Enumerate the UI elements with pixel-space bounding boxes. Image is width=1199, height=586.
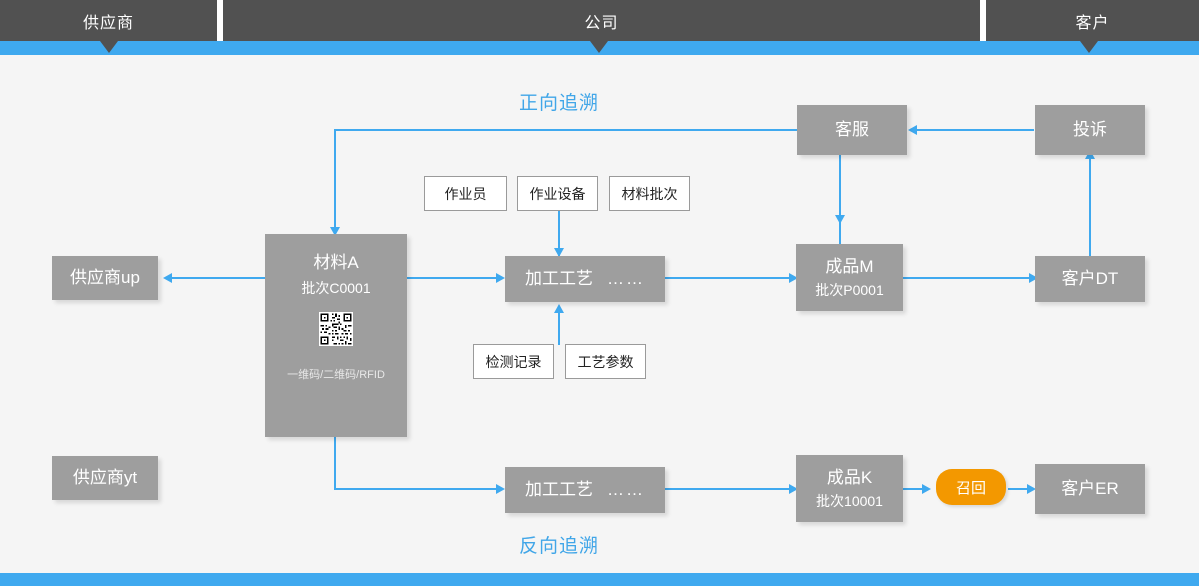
arrow-left-supplier-up-icon	[163, 273, 172, 283]
node-process-bottom[interactable]: 加工工艺 ……	[505, 467, 665, 513]
node-title: 成品K	[826, 467, 873, 487]
arrow-down-process-icon	[554, 248, 564, 257]
node-ellipsis: ……	[607, 269, 645, 288]
attribute-label: 作业设备	[529, 185, 586, 202]
header-pointer-customer-icon	[1080, 41, 1098, 53]
connector-service-to-material-v	[334, 129, 336, 229]
arrow-right-product-m-icon	[789, 273, 798, 283]
connector-complaint-to-service	[917, 129, 1034, 131]
node-batch: 批次C0001	[301, 280, 371, 296]
recall-badge[interactable]: 召回	[936, 469, 1006, 505]
qr-code-icon	[319, 312, 353, 351]
connector-process-bottom-to-product-k	[665, 488, 791, 490]
node-label: 客户ER	[1061, 479, 1119, 498]
node-product-k[interactable]: 成品K 批次10001	[796, 455, 903, 522]
attribute-box-inspection-record[interactable]: 检测记录	[473, 344, 554, 379]
arrow-right-customer-dt-icon	[1029, 273, 1038, 283]
header-segment-label: 公司	[584, 14, 619, 32]
connector-recall-to-customer-er	[1008, 488, 1029, 490]
connector-material-to-process-top	[407, 277, 496, 279]
arrow-up-process-icon	[554, 304, 564, 313]
attribute-box-equipment[interactable]: 作业设备	[517, 176, 598, 211]
header-divider	[980, 0, 986, 41]
connector-material-to-process-bottom	[334, 488, 496, 490]
node-batch: 批次P0001	[815, 281, 884, 298]
connector-service-to-material-h	[334, 129, 800, 131]
arrow-down-product-m-icon	[835, 215, 845, 224]
connector-service-to-product-m	[839, 155, 841, 265]
node-label: 客户DT	[1061, 269, 1119, 288]
connector-material-down-bottom	[334, 408, 336, 490]
attribute-label: 工艺参数	[577, 353, 634, 370]
header-segment-customer[interactable]: 客户	[986, 0, 1199, 41]
connector-product-k-to-recall	[903, 488, 924, 490]
node-title: 材料A	[313, 253, 359, 272]
node-label: 客服	[835, 120, 869, 139]
header-segment-label: 客户	[1075, 14, 1110, 32]
connector-attrs-top-to-process	[558, 210, 560, 256]
node-customer-service[interactable]: 客服	[797, 105, 907, 155]
connector-process-to-product-m	[665, 277, 791, 279]
node-supplier-up[interactable]: 供应商up	[52, 256, 158, 300]
node-product-m[interactable]: 成品M 批次P0001	[796, 244, 903, 311]
header-segment-label: 供应商	[82, 14, 134, 32]
node-ellipsis: ……	[607, 480, 645, 499]
attribute-label: 作业员	[444, 185, 487, 202]
node-batch: 批次10001	[816, 492, 883, 509]
header-segment-supplier[interactable]: 供应商	[0, 0, 217, 41]
node-customer-dt[interactable]: 客户DT	[1035, 256, 1145, 302]
node-complaint[interactable]: 投诉	[1035, 105, 1145, 155]
footer-accent-bar	[0, 573, 1199, 586]
arrow-right-product-k-icon	[789, 484, 798, 494]
arrow-right-process-top-icon	[496, 273, 505, 283]
node-supplier-yt[interactable]: 供应商yt	[52, 456, 158, 500]
node-title: 成品M	[825, 256, 874, 276]
node-label: 供应商up	[70, 268, 140, 287]
arrow-right-customer-er-icon	[1027, 484, 1036, 494]
connector-customer-dt-to-complaint	[1089, 156, 1091, 291]
node-customer-er[interactable]: 客户ER	[1035, 464, 1145, 514]
header-segment-company[interactable]: 公司	[223, 0, 980, 41]
attribute-label: 材料批次	[621, 185, 678, 202]
header-pointer-company-icon	[590, 41, 608, 53]
node-label: 投诉	[1073, 120, 1107, 139]
arrow-right-process-bottom-icon	[496, 484, 505, 494]
recall-label: 召回	[955, 479, 986, 497]
node-title: 加工工艺	[525, 480, 593, 499]
attribute-box-process-parameters[interactable]: 工艺参数	[565, 344, 646, 379]
header-pointer-supplier-icon	[100, 41, 118, 53]
arrow-down-material-icon	[330, 227, 340, 236]
attribute-label: 检测记录	[485, 353, 542, 370]
arrow-left-service-icon	[908, 125, 917, 135]
node-label: 供应商yt	[72, 468, 138, 487]
attribute-box-operator[interactable]: 作业员	[424, 176, 507, 211]
connector-attrs-bottom-to-process	[558, 310, 560, 345]
node-material-a[interactable]: 材料A 批次C0001	[265, 234, 407, 437]
traceability-diagram: 正向追溯 反向追溯 供应商up 供应商	[0, 55, 1199, 573]
connector-product-m-to-customer-dt	[903, 277, 1031, 279]
node-title: 加工工艺	[525, 269, 593, 288]
node-process-top[interactable]: 加工工艺 ……	[505, 256, 665, 302]
backward-trace-label: 反向追溯	[519, 536, 600, 557]
top-header-bar: 供应商 公司 客户	[0, 0, 1199, 41]
forward-trace-label: 正向追溯	[519, 93, 600, 114]
node-code-types: 一维码/二维码/RFID	[287, 369, 385, 381]
connector-material-to-supplier-up	[172, 277, 266, 279]
attribute-box-material-batch[interactable]: 材料批次	[609, 176, 690, 211]
header-divider	[217, 0, 223, 41]
arrow-right-recall-icon	[922, 484, 931, 494]
